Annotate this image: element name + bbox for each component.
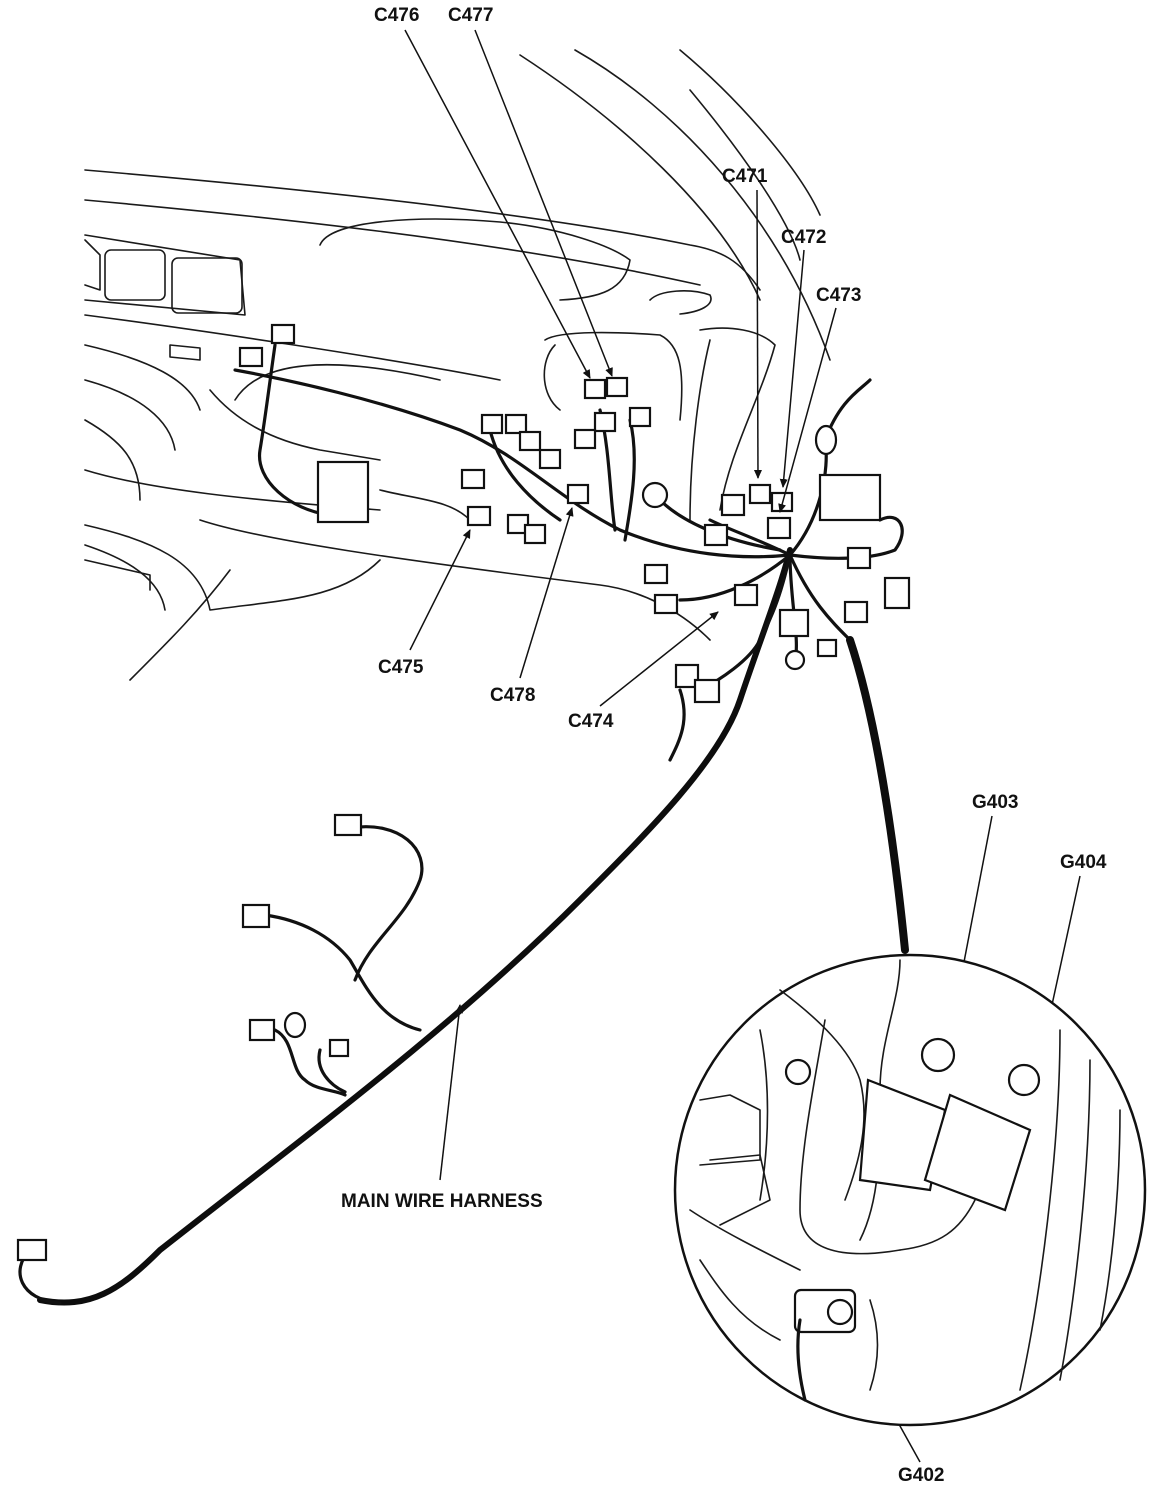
label-c472: C472 [781, 227, 827, 248]
label-c474: C474 [568, 711, 614, 732]
label-c473: C473 [816, 285, 862, 306]
label-c471: C471 [722, 166, 768, 187]
harness-connectors [16, 323, 911, 1262]
label-g403: G403 [972, 792, 1019, 813]
label-c475: C475 [378, 657, 424, 678]
windshield-pillar-lines [519, 49, 831, 361]
label-main-wire-harness: MAIN WIRE HARNESS [341, 1191, 543, 1212]
label-g402: G402 [898, 1465, 945, 1486]
label-c477: C477 [448, 5, 494, 26]
label-c476: C476 [374, 5, 420, 26]
ground-point-detail-view [673, 953, 1147, 1427]
main-wire-harness-cable [18, 343, 909, 1306]
label-g404: G404 [1060, 852, 1107, 873]
label-c478: C478 [490, 685, 536, 706]
